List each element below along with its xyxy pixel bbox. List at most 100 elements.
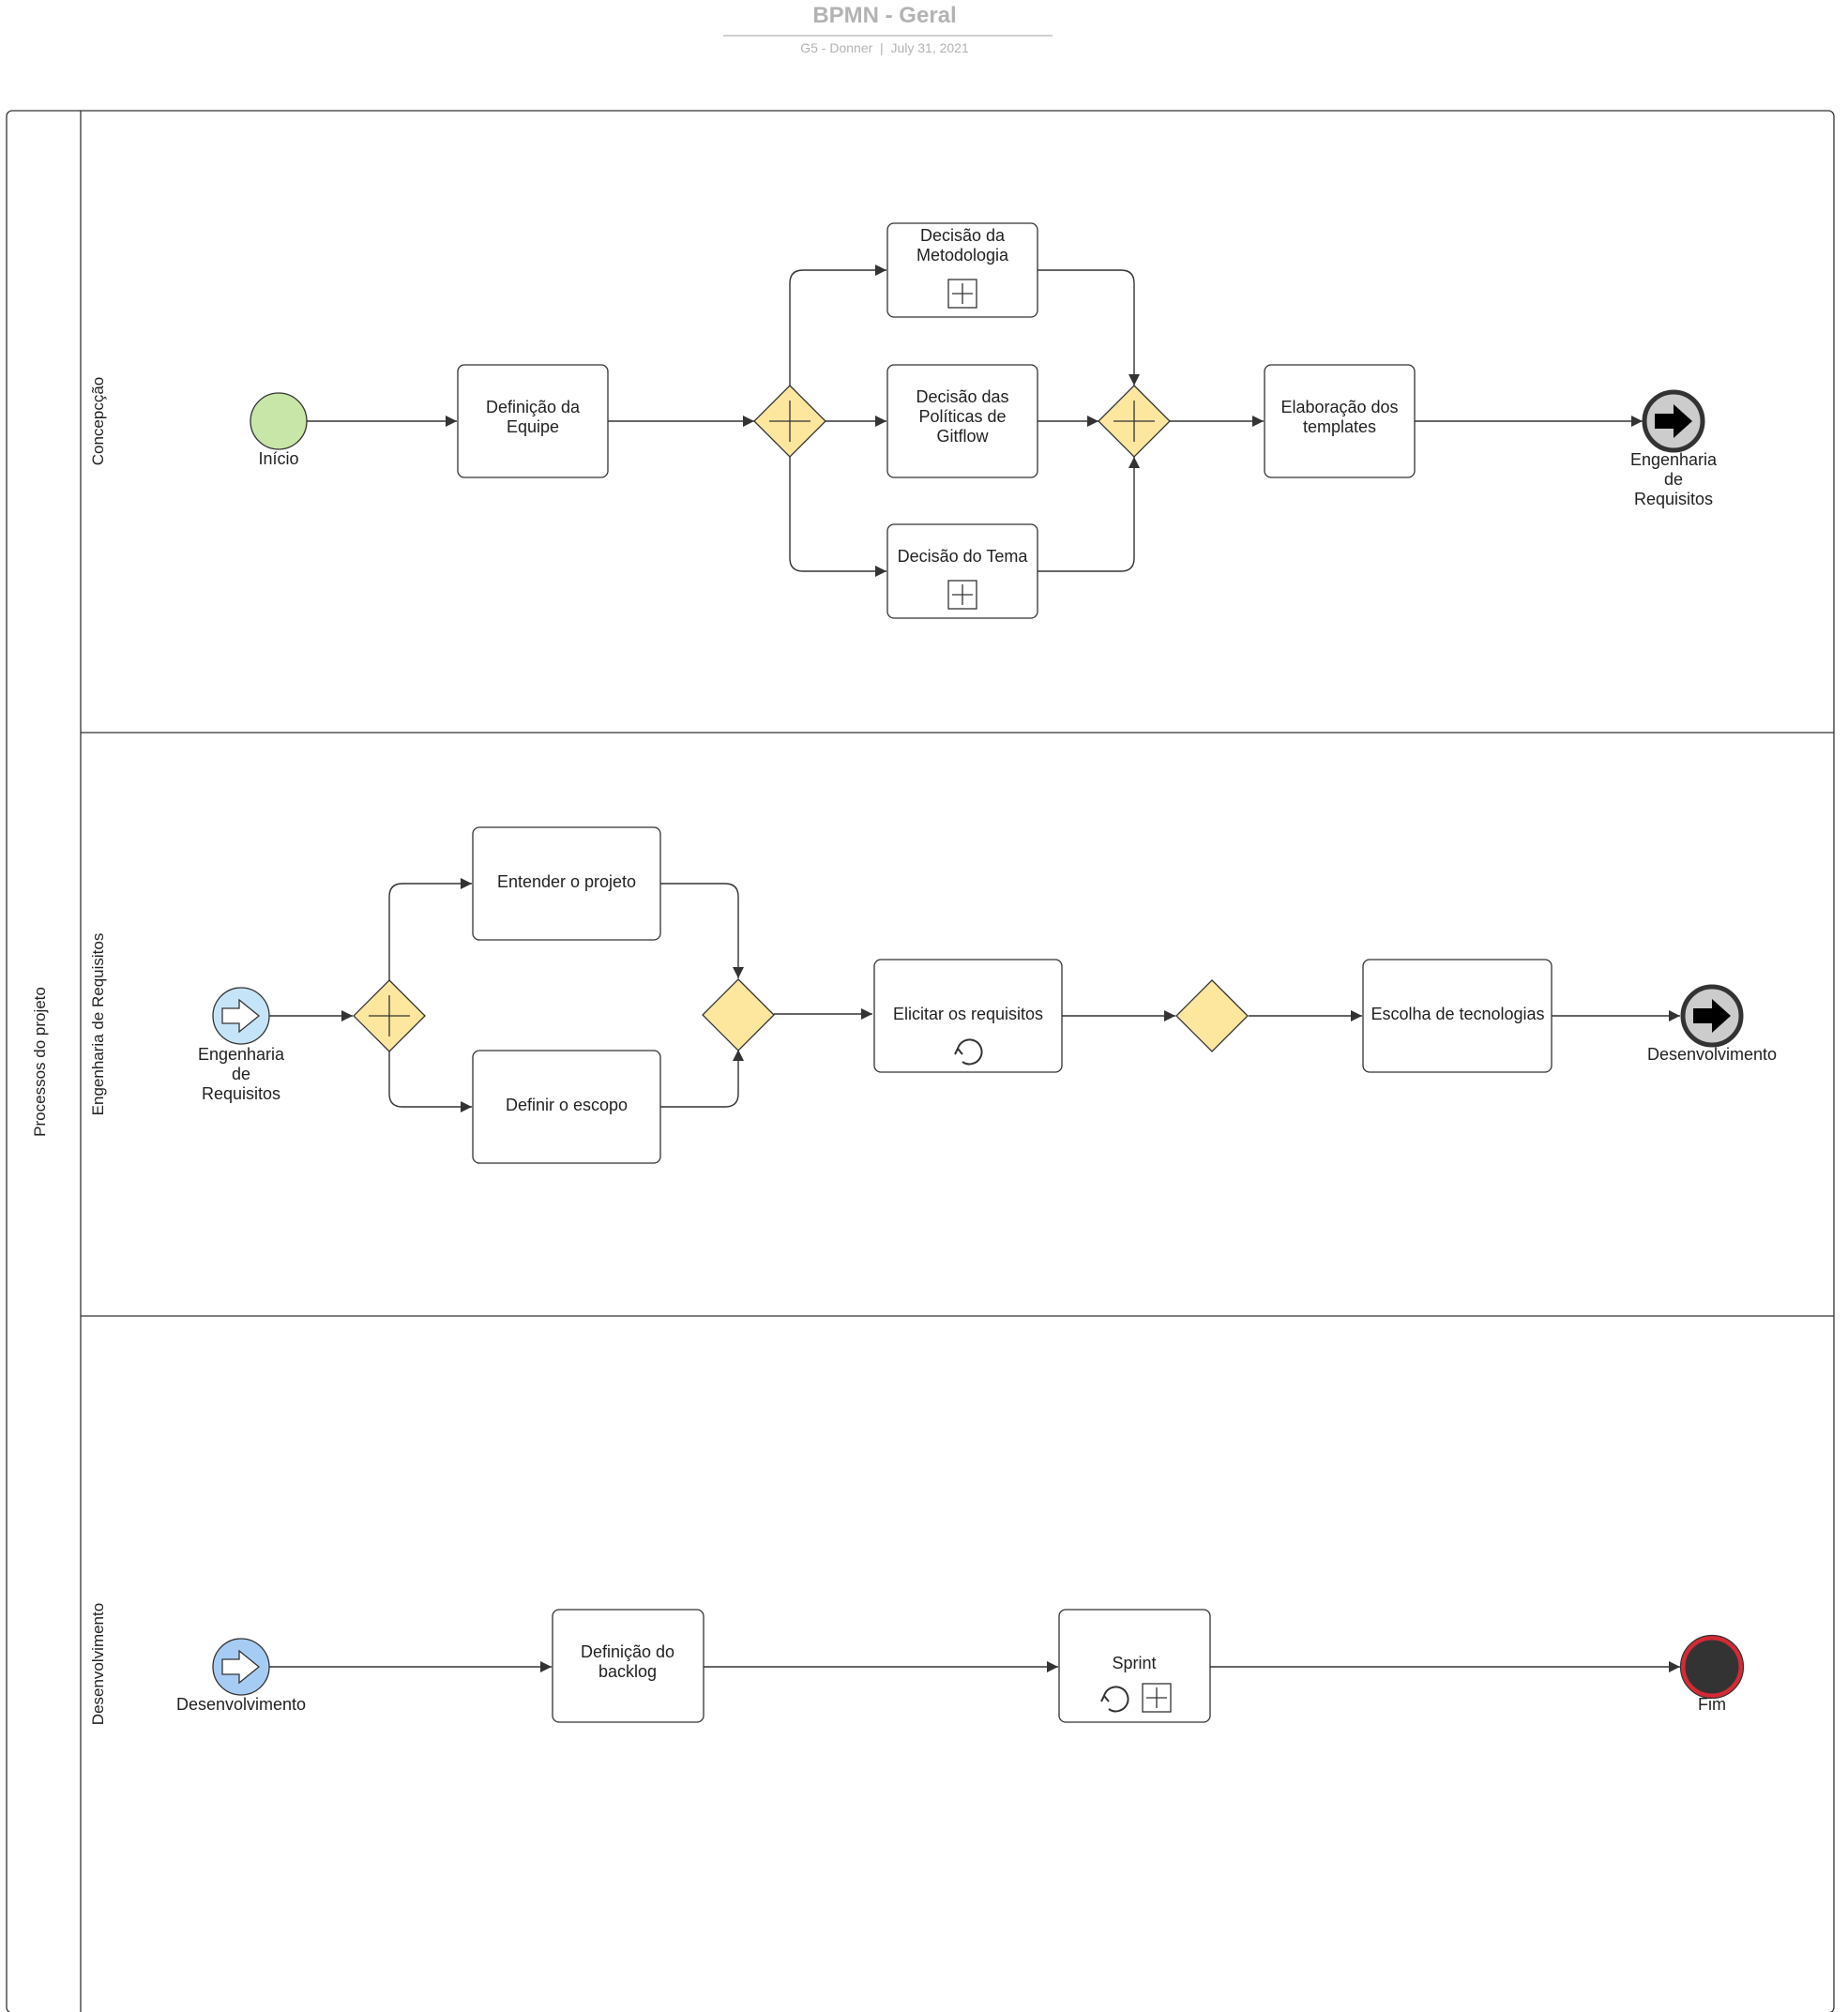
task-box [886,364,1038,478]
pool-label: Processos do projeto [31,987,49,1137]
task-label: Entender o projeto [497,872,636,891]
message-start-event-desenvolvimento[interactable]: Desenvolvimento [176,1638,306,1714]
label-line: Início [258,449,298,468]
label-line: Equipe [507,417,559,436]
task-label: Escolha de tecnologias [1371,1005,1544,1023]
label-line: Definição da [486,398,581,416]
flow-split-to-scope [388,1051,472,1112]
label-line: Elaboração dos [1280,398,1398,416]
end-event-label: Fim [1698,1695,1726,1714]
task-box [886,523,1038,619]
parallel-gateway-split[interactable] [753,385,826,458]
label-line: Engenharia [198,1045,285,1064]
diagram-subtitle: G5 - Donner | July 31, 2021 [800,40,969,55]
label-line: Definição do [581,1642,674,1661]
task-box [1362,959,1553,1073]
parallel-gateway-requisitos[interactable] [353,979,426,1052]
loop-icon [954,1038,983,1066]
label-line: Elicitar os requisitos [893,1005,1043,1023]
end-event-fim[interactable]: Fim [1679,1634,1745,1715]
label-line: de [1664,470,1683,489]
end-event-circle [1680,1635,1744,1699]
loop-icon [1100,1686,1129,1713]
label-line: Metodologia [916,246,1009,265]
label-line: Entender o projeto [497,872,636,891]
task-label: Decisão do Tema [898,547,1029,566]
start-event-inicio[interactable]: Início [250,392,308,468]
task-elicitar-requisitos[interactable]: Elicitar os requisitos [873,959,1063,1073]
label-line: Fim [1698,1695,1726,1714]
diagram-header: BPMN - Geral G5 - Donner | July 31, 2021 [723,3,1053,55]
task-box [472,826,661,941]
lanes: Concepcção Engenharia de Requisitos Dese… [81,377,1834,1725]
label-line: Requisitos [1634,490,1713,508]
flow-scope-to-merge [660,1050,744,1108]
label-line: Decisão da [920,226,1006,245]
label-line: Gitflow [936,427,989,446]
arrow-right-icon [221,998,261,1034]
lane-concepcao-flows [307,265,1643,577]
diagram-title: BPMN - Geral [812,3,956,28]
flow-understand-to-merge [660,883,744,978]
link-end-event-desenvolvimento[interactable]: Desenvolvimento [1647,984,1777,1064]
task-entender-projeto[interactable]: Entender o projeto [472,826,661,941]
task-box [1058,1609,1211,1723]
start-event-label: Início [258,449,298,468]
task-definir-escopo[interactable]: Definir o escopo [472,1050,661,1164]
label-line: de [232,1065,250,1083]
label-line: Políticas de [918,407,1006,426]
label-line: Desenvolvimento [176,1695,306,1714]
label-line: Requisitos [202,1084,280,1103]
pool: Processos do projeto [6,110,1835,2012]
task-box [472,1050,661,1164]
label-line: Sprint [1112,1654,1156,1672]
start-event-circle [250,392,308,450]
label-line: Escolha de tecnologias [1371,1005,1544,1023]
arrow-right-icon [1693,999,1731,1033]
label-line: templates [1303,417,1376,436]
task-escolha-tecnologias[interactable]: Escolha de tecnologias [1362,959,1553,1073]
start-event-label: Desenvolvimento [176,1695,306,1714]
task-label: Elicitar os requisitos [893,1005,1043,1023]
lane-engenharia-flows [269,878,1680,1112]
lane-label-engenharia: Engenharia de Requisitos [89,933,107,1116]
label-line: Decisão do Tema [898,547,1029,566]
end-event-label: Desenvolvimento [1647,1045,1777,1064]
task-box [552,1609,704,1723]
task-label: Sprint [1112,1654,1156,1672]
label-line: Desenvolvimento [1647,1045,1777,1064]
exclusive-gateway-merge[interactable] [702,978,775,1051]
pool-border [6,110,1835,2012]
exclusive-gateway-requisitos[interactable] [1175,979,1249,1052]
subprocess-decisao-tema[interactable]: Decisão do Tema [886,523,1038,619]
gateway-diamond [702,978,775,1051]
flow-split-to-theme [789,457,886,577]
task-box [1264,364,1416,478]
arrow-right-icon [221,1649,261,1685]
label-line: Decisão das [916,387,1008,406]
flow-split-to-understand [388,878,472,980]
end-event-outline [1679,1634,1745,1700]
task-box [457,364,609,478]
lane-label-desenvolvimento: Desenvolvimento [89,1603,107,1725]
lane-label-concepcao: Concepcção [89,377,107,466]
parallel-gateway-join[interactable] [1098,385,1171,458]
subprocess-sprint[interactable]: Sprint [1058,1609,1211,1723]
label-line: Engenharia [1630,450,1718,469]
flow-theme-to-join [1037,457,1140,572]
flow-methodology-to-join [1037,269,1140,386]
